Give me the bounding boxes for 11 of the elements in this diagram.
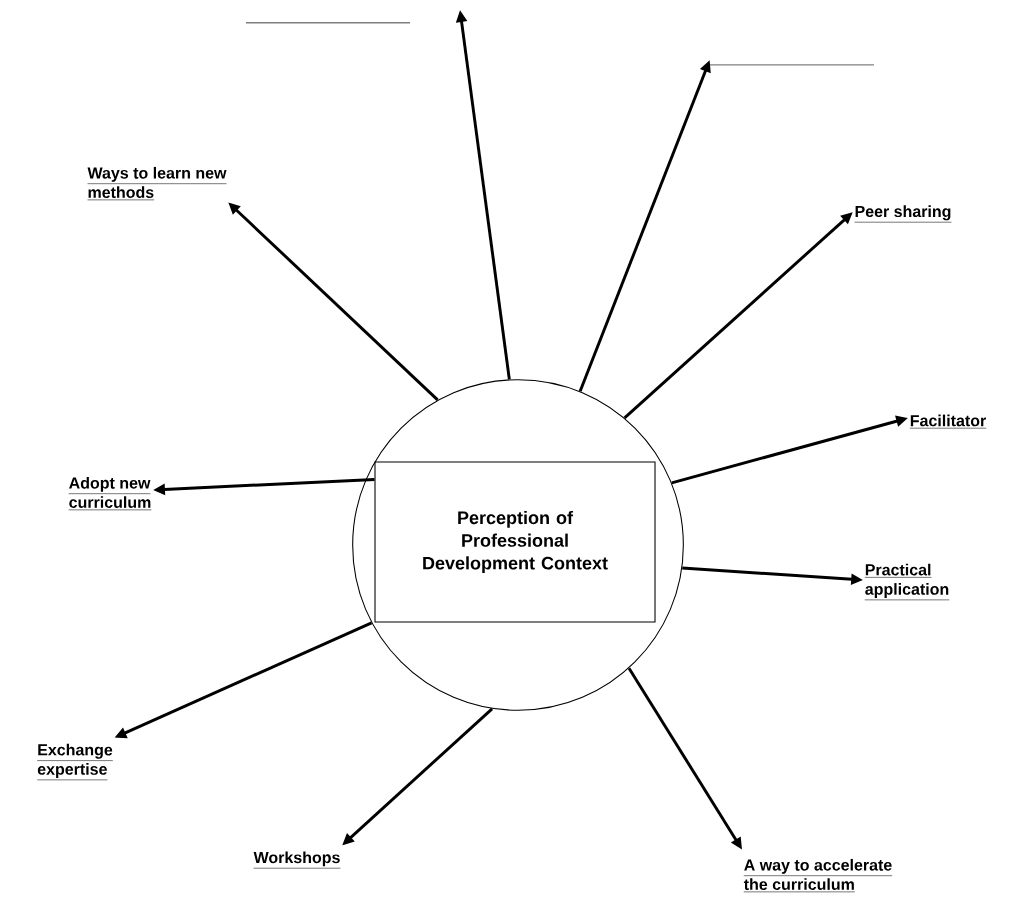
concept-box: Perception of Professional Development Context bbox=[374, 461, 656, 623]
fill-in-line bbox=[246, 22, 410, 24]
underlined-label: Ways to learn new methods bbox=[87, 166, 227, 201]
underlined-label: Practical application bbox=[864, 563, 950, 601]
underlined-label: Exchange expertise bbox=[36, 743, 114, 781]
underlined-label: Facilitator bbox=[909, 414, 987, 429]
underlined-label: Adopt new curriculum bbox=[68, 476, 152, 511]
circle bbox=[352, 379, 684, 711]
underlined-label: A way to accelerate the curriculum bbox=[743, 858, 893, 893]
underlined-label: Peer sharing bbox=[854, 205, 952, 223]
underlined-label: Workshops bbox=[253, 851, 341, 869]
